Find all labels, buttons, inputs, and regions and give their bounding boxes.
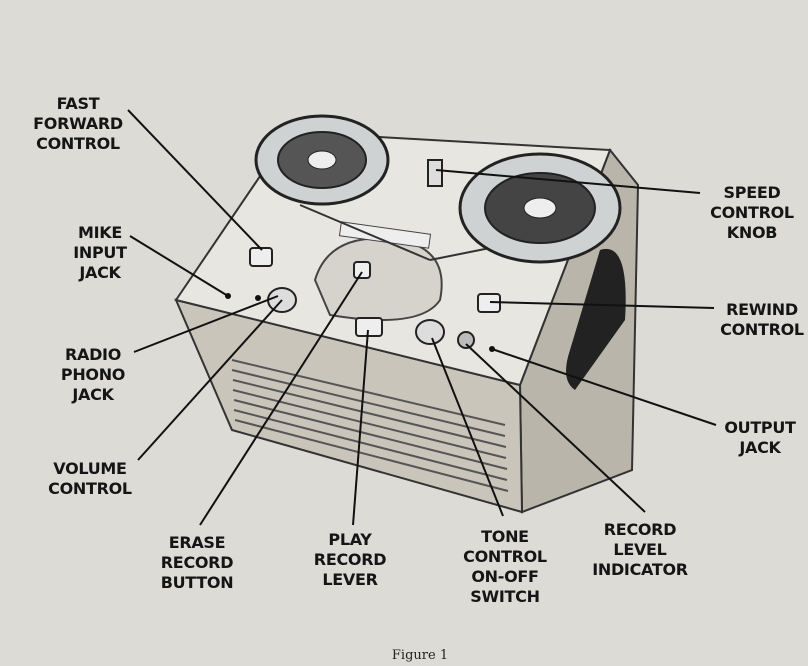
label-line: JACK xyxy=(72,385,114,404)
label-line: KNOB xyxy=(726,223,778,242)
label-line: RADIO xyxy=(64,345,122,364)
head-cover xyxy=(313,237,443,321)
label-line: RECORD xyxy=(160,553,234,572)
label-line: JACK xyxy=(79,263,121,282)
label-line: CONTROL xyxy=(710,203,794,222)
label-line: MIKE xyxy=(77,223,123,242)
left-reel xyxy=(254,114,390,206)
label-line: CONTROL xyxy=(720,320,804,339)
label-line: INDICATOR xyxy=(592,560,688,579)
leader-lines xyxy=(127,109,717,526)
fast-forward-lever xyxy=(249,247,273,267)
label-line: FAST xyxy=(56,94,100,113)
label-line: SWITCH xyxy=(470,587,540,606)
label-line: BUTTON xyxy=(160,573,234,592)
label-line: TONE xyxy=(481,527,529,546)
label-line: ON-OFF xyxy=(471,567,539,586)
label-line: INPUT xyxy=(73,243,127,262)
label-line: ERASE xyxy=(168,533,226,552)
label-line: REWIND xyxy=(726,300,798,319)
figure-caption: Figure 1 xyxy=(391,648,449,663)
label-line: CONTROL xyxy=(48,479,132,498)
brand-plate xyxy=(338,221,432,249)
label-line: JACK xyxy=(739,438,781,457)
label-line: FORWARD xyxy=(33,114,123,133)
label-line: RECORD xyxy=(313,550,387,569)
label-line: OUTPUT xyxy=(724,418,796,437)
label-line: CONTROL xyxy=(463,547,547,566)
label-line: PLAY xyxy=(328,530,372,549)
label-line: LEVEL xyxy=(613,540,667,559)
tone-knob xyxy=(415,319,445,345)
label-line: VOLUME xyxy=(53,459,127,478)
label-line: PHONO xyxy=(60,365,126,384)
right-reel xyxy=(458,152,622,264)
label-line: CONTROL xyxy=(36,134,120,153)
record-level-indicator xyxy=(457,331,475,349)
radio-phono-jack xyxy=(255,295,261,301)
label-line: SPEED xyxy=(723,183,781,202)
label-line: RECORD xyxy=(603,520,677,539)
play-record-lever xyxy=(355,317,383,337)
erase-record-button xyxy=(353,261,371,279)
speed-control-knob xyxy=(427,159,443,187)
carry-handle xyxy=(566,248,626,390)
label-line: LEVER xyxy=(322,570,378,589)
